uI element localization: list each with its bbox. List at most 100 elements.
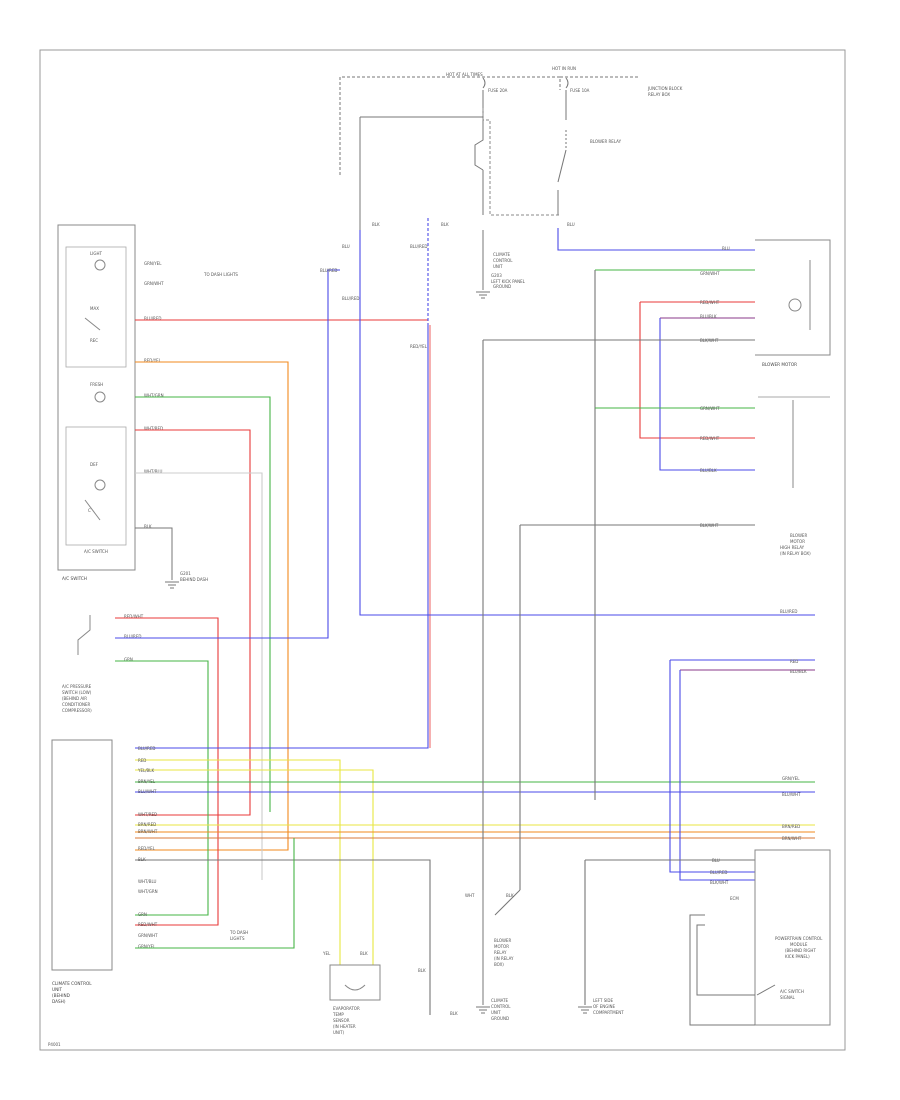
pcm-pin-blk-wht: BLK/WHT [710,880,729,885]
bottom-relay-1: BLOWER [494,938,511,943]
pin-wht-blu: WHT/BLU [144,469,163,474]
blower-pin-blk-wht: BLK/WHT [700,338,719,343]
fuse-switch-icon [756,984,776,996]
right-ground-3: COMPARTMENT [593,1010,624,1015]
ccu-pin-6: WHT/RED [138,812,157,817]
pressure-switch-line-2: SWITCH (LOW) [62,690,92,695]
side-pin-blu-blk: BLU/BLK [790,669,807,674]
blower-pin-red-wht: RED/WHT [700,300,720,305]
pin-red-yel: RED/YEL [144,358,162,363]
ccu-pin-9: RED/YEL [138,846,156,851]
blower-hi-line-1: BLOWER [790,533,807,538]
ccu-pin-11: WHT/BLU [138,879,157,884]
pcm-title-4: KICK PANEL) [785,954,810,959]
pressure-switch-line-5: COMPRESSOR) [62,708,92,713]
center-connectors: BLU/RED BLU/RED BLU BLU/RED RED/YEL CLIM… [320,244,513,349]
indicator-max: MAX [90,306,99,311]
fuse-switch-2: SIGNAL [780,995,796,1000]
relay-coil-icon [474,120,484,171]
center-ground-3: UNIT [493,264,503,269]
ground-bottom-icon [476,1006,490,1014]
evap-wire-blk: BLK [360,951,368,956]
pcm-title-3: (BEHIND RIGHT [785,948,816,953]
wire-group [115,218,815,1015]
ground-bottom-2: CONTROL [491,1004,511,1009]
blower-hi-line-3: HIGH RELAY [780,545,805,550]
mid-pin-red-wht: RED/WHT [700,436,720,441]
center-conn-blu: BLU [342,244,350,249]
bottom-relay-3: RELAY [494,950,507,955]
bottom-wire-wht: WHT [465,893,475,898]
fuse-a-icon [482,77,486,89]
wire-blk-a: BLK [372,222,380,227]
relay-box-outline [482,108,560,216]
ccu-pin-3: YEL/BLK [137,768,155,773]
ground-g201-icon [165,581,179,589]
indicator-def: DEF [90,462,99,467]
ccu-title-1: CLIMATE CONTROL [52,981,92,986]
wire-yellow-a [135,769,374,965]
ccu-pin-14: RED/WHT [138,922,158,927]
center-conn-blu-red-1: BLU/RED [320,268,337,273]
light-lamp-icon [94,259,106,271]
blower-relay-label: BLOWER RELAY [590,139,622,144]
pin-wht-red: WHT/RED [144,426,163,431]
side-pin-red: RED [790,659,798,664]
center-mid-red-yel: RED/YEL [410,344,428,349]
pin-grn-wht: GRN/WHT [144,281,164,286]
blower-motor-block: BLOWER MOTOR BLU GRN/WHT RED/WHT BLU/BLK… [700,239,831,841]
side-pin-brn-wht: BRN/WHT [782,836,802,841]
fuse-b-label: FUSE 10A [570,88,590,93]
side-pin-blu-red: BLU/RED [780,609,797,614]
fresh-lamp-icon [94,391,106,403]
evap-sensor-icon [344,984,366,991]
blower-pin-blu: BLU [722,246,730,251]
wire-white-blu [135,472,263,880]
ccu-to-dash-2: LIGHTS [230,936,245,941]
ground-g203-label: G203 [491,273,502,278]
bottom-wire-blk-d: BLK [450,1011,458,1016]
wire-orange [135,361,289,851]
c-label: C [88,508,91,513]
pressure-switch-icon [77,615,91,655]
blower-pin-blu-blk: BLU/BLK [700,314,717,319]
ground-bottom-1: CLIMATE [491,998,509,1003]
diagram-frame [39,49,846,1051]
fuse-b-icon [565,77,569,89]
side-pin-blu-wht: BLU/WHT [782,792,801,797]
wire-yellow-b [135,759,341,965]
evap-sensor-box [329,964,381,1001]
blower-pin-grn-wht: GRN/WHT [700,271,720,276]
ground-g201-desc: BEHIND DASH [180,577,208,582]
ccu-pin-12: WHT/GRN [138,889,158,894]
blower-motor-icon [788,298,802,312]
pcm-title-1: POWERTRAIN CONTROL [775,936,823,941]
indicator-fresh: FRESH [90,382,103,387]
climate-control-unit: CLIMATE CONTROL UNIT (BEHIND DASH) BLU/R… [51,739,295,1004]
ac-switch-title: A/C SWITCH [62,576,87,581]
side-pin-brn-red: BRN/RED [782,824,800,829]
ps-pin-grn: GRN [124,657,133,662]
def-lamp-icon [94,479,106,491]
evap-title-4: (IN HEATER [333,1024,356,1029]
pin-blk: BLK [144,524,152,529]
blk-wht-label: BLK/WHT [700,523,719,528]
evap-title-2: TEMP [332,1012,344,1017]
center-mid-blu-red: BLU/RED [410,244,427,249]
ccu-pin-2: RED [138,758,146,763]
ccu-pin-13: GRN [138,912,147,917]
pcm-pin-blu-red: BLU/RED [710,870,727,875]
evap-title-1: EVAPORATOR [333,1006,360,1011]
right-ground-2: OF ENGINE [593,1004,616,1009]
center-ground-4: GROUND [493,284,511,289]
ground-bottom-4: GROUND [491,1016,509,1021]
pin-blu-red: BLU/RED [144,316,161,321]
ccu-title-4: DASH) [52,999,66,1004]
center-ground-2: CONTROL [493,258,513,263]
ac-switch-box [57,224,136,571]
hot-in-run-label: HOT IN RUN [552,66,576,71]
blower-motor-title: BLOWER MOTOR [762,362,797,367]
pcm-title-2: MODULE [790,942,808,947]
ccu-pin-15: GRN/WHT [138,933,158,938]
ac-switch-module: A/C SWITCH A/C SWITCH LIGHT MAX REC FRES… [57,224,238,713]
